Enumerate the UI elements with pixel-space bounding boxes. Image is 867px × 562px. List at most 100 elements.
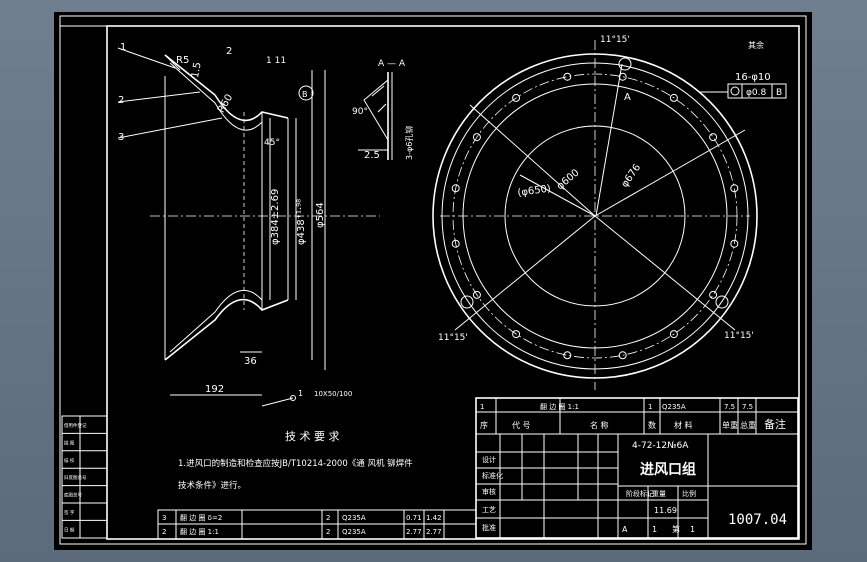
radial-line (594, 215, 736, 331)
dim-564: φ564 (315, 202, 326, 228)
bolt-hole (709, 290, 718, 299)
section-a-a (358, 72, 393, 160)
bolt-hole (730, 239, 739, 248)
bolt-hole (472, 133, 481, 142)
part-name: 进风口组 (640, 461, 696, 478)
radial-line (454, 215, 596, 331)
bolt-hole (563, 72, 572, 81)
total-weight: 11.69 (654, 506, 677, 515)
bolt-hole (669, 93, 678, 102)
parts-cell: 1 (648, 403, 652, 411)
notes-line-1: 1.进风口的制造和检查应按JB/T10214-2000《通 风机 铆焊件 (178, 458, 413, 469)
flatness-tol: 1 11 (266, 56, 286, 66)
parts-cell: 1.42 (426, 514, 442, 522)
parts-cell: 2 (162, 528, 166, 536)
section-dim: 2.5 (364, 150, 380, 161)
parts-cell: 2.77 (406, 528, 422, 536)
parts-cell: 2.77 (426, 528, 442, 536)
dim-438: φ438⁺¹·⁹⁸ (296, 199, 307, 245)
profile-view (117, 47, 380, 407)
side-table (61, 415, 108, 539)
side-table-cell: 借用件登记 (64, 422, 87, 429)
outer-border (59, 15, 807, 545)
model-number: 4-72-12№6A (632, 441, 689, 451)
side-table-cell: 签 字 (64, 509, 75, 516)
parts-cell: 7.5 (742, 403, 753, 411)
position-datum: B (776, 88, 782, 98)
radial-line (469, 104, 596, 217)
side-table-cell: 描 图 (64, 439, 75, 446)
radial-line (519, 174, 596, 217)
dim-1-5: 1.5 (190, 61, 204, 79)
side-table-cell: 旧底图总号 (64, 474, 87, 481)
role-design: 设计 (482, 455, 496, 464)
dim-384: φ384±2.69 (270, 189, 281, 245)
bolt-hole (512, 93, 521, 102)
callout-1: 1 (120, 42, 126, 53)
angle-bottom-left: 11°15' (438, 333, 468, 343)
bolt-hole (512, 330, 521, 339)
parts-header-cell: 备注 (764, 417, 786, 431)
parts-header-cell: 总重 (740, 420, 756, 430)
bolt-hole (618, 72, 627, 81)
notes-line-2: 技术条件》进行。 (178, 480, 246, 491)
parts-cell: Q235A (342, 528, 366, 536)
section-mark: A (624, 92, 631, 103)
dim-2: 2 (226, 46, 232, 57)
role-review: 审核 (482, 487, 496, 496)
section-angle: 90° (352, 107, 368, 117)
parts-cell: 翻 边 圈 δ=2 (180, 513, 222, 522)
parts-cell: 翻 边 圈 1:1 (540, 402, 579, 411)
parts-cell: Q235A (342, 514, 366, 522)
rivet-hole (715, 295, 729, 309)
weight-label: 重量 (652, 490, 666, 498)
drawing-sheet (54, 12, 812, 550)
parts-header-cell: 代 号 (512, 420, 531, 430)
role-standard: 标准化 (482, 471, 503, 480)
bolt-hole (563, 351, 572, 360)
parts-header-cell: 材 料 (674, 420, 693, 430)
angle-bottom-right: 11°15' (724, 331, 754, 341)
parts-cell: 1 (480, 403, 484, 411)
section-title: A — A (378, 59, 406, 69)
bolt-hole (709, 133, 718, 142)
bolt-hole (451, 184, 460, 193)
scale-1: 1 (652, 525, 657, 534)
bolt-hole (669, 330, 678, 339)
section-holes: 3-φ6孔铆 (404, 126, 414, 160)
position-tol: φ0.8 (746, 88, 767, 98)
title-block (475, 397, 799, 539)
rivet-hole (618, 57, 632, 71)
dim-650: (φ650) (517, 183, 552, 199)
notes-title: 技 术 要 求 (285, 430, 340, 443)
callout-3: 3 (118, 132, 124, 143)
surface-other: 其余 (748, 40, 764, 50)
bolt-hole (472, 290, 481, 299)
parts-cell: 3 (162, 514, 166, 522)
parts-cell: 2 (326, 514, 330, 522)
datum-b: B (302, 90, 308, 99)
dim-192: 192 (205, 384, 224, 395)
scale-a: A (622, 525, 628, 534)
drawing-number: 1007.04 (728, 512, 787, 528)
angle-top: 11°15' (600, 35, 630, 45)
angle-45: 45° (264, 138, 280, 148)
bolt-hole (730, 184, 739, 193)
position-tol-frame (727, 83, 787, 99)
parts-header-cell: 单重 (722, 420, 738, 430)
rivet-spec: 10X50/100 (314, 390, 352, 398)
parts-cell: 翻 边 圈 1:1 (180, 527, 219, 536)
parts-cell: 0.71 (406, 514, 422, 522)
sheet-number: 1 (690, 525, 695, 534)
parts-cell: 7.5 (724, 403, 735, 411)
dim-36: 36 (244, 356, 257, 367)
hole-count: 16-φ10 (735, 72, 771, 83)
parts-header-cell: 数 (648, 420, 656, 430)
bolt-hole (451, 239, 460, 248)
rivet-callout: 1 (298, 389, 303, 398)
mark-label: 阶段标记 (626, 489, 654, 498)
side-table-cell: 描 校 (64, 457, 75, 464)
rivet-hole (460, 295, 474, 309)
parts-header-cell: 序 (480, 420, 488, 430)
